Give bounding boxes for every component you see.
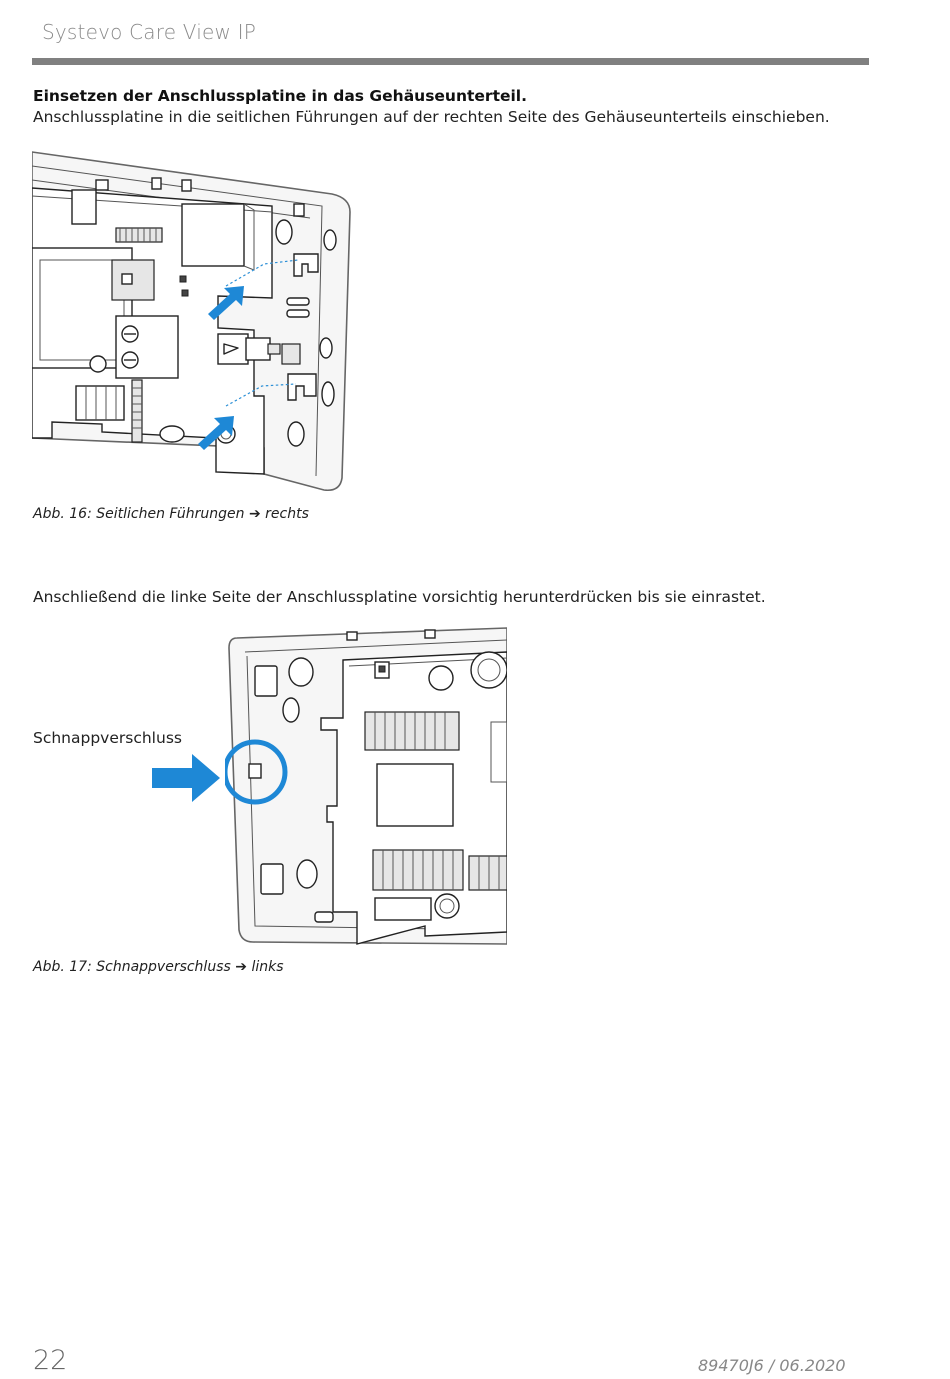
figure-16-caption: Abb. 16: Seitlichen Führungen ➔ rechts xyxy=(33,506,309,522)
figure-17-illustration xyxy=(225,627,507,945)
section-heading: Einsetzen der Anschlussplatine in das Ge… xyxy=(33,87,528,105)
section-text: Anschlussplatine in die seitlichen Führu… xyxy=(33,108,830,126)
snap-callout-label: Schnappverschluss xyxy=(33,729,182,747)
figure-17-caption-suffix: links xyxy=(251,959,284,975)
figure-17-caption: Abb. 17: Schnappverschluss ➔ links xyxy=(33,959,284,975)
figure-16-illustration xyxy=(32,151,351,492)
arrow-upper-icon xyxy=(208,286,244,320)
snap-highlight-circle xyxy=(225,739,288,805)
arrow-right-icon: ➔ xyxy=(235,959,247,975)
figure-16-caption-suffix: rechts xyxy=(265,506,309,522)
arrow-lower-icon xyxy=(198,416,234,450)
step-text: Anschließend die linke Seite der Anschlu… xyxy=(33,588,766,606)
header-rule xyxy=(32,58,869,65)
document-id: 89470J6 / 06.2020 xyxy=(698,1356,846,1375)
arrow-right-icon: ➔ xyxy=(248,506,261,522)
page-number: 22 xyxy=(33,1345,68,1376)
callout-arrow-icon xyxy=(152,754,220,802)
figure-17-caption-prefix: Abb. 17: Schnappverschluss xyxy=(33,959,231,975)
header-title: Systevo Care View IP xyxy=(42,20,256,44)
figure-16-caption-prefix: Abb. 16: Seitlichen Führungen xyxy=(33,506,245,522)
